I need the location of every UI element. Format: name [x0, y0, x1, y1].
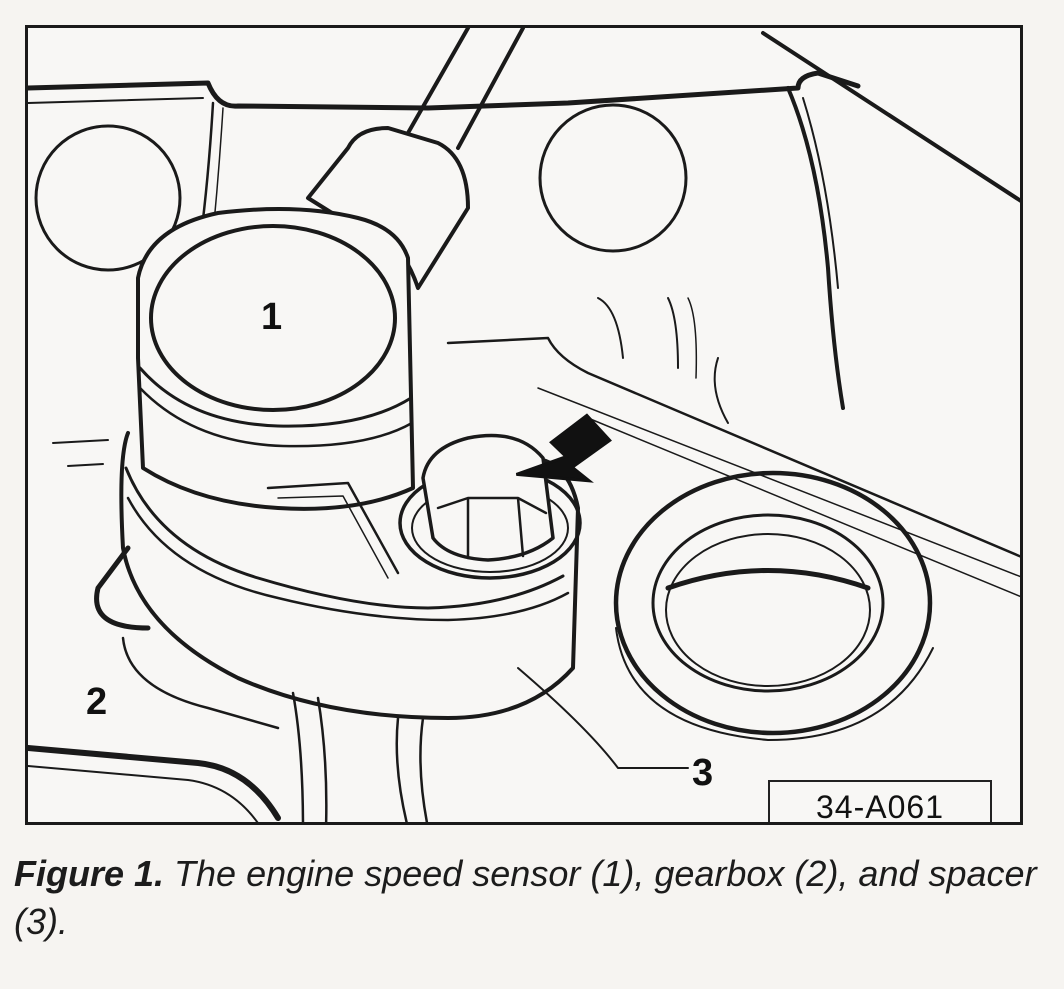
caption-label: Figure 1.	[14, 853, 165, 894]
bolt-hole-center	[538, 103, 688, 253]
arrow-pointing-down-left-icon	[515, 413, 612, 483]
reference-code-box: 34-A061	[768, 780, 992, 825]
callout-2: 2	[86, 681, 108, 723]
right-housing-curve	[786, 86, 845, 410]
sensor-body	[136, 207, 415, 511]
sensor-cable	[406, 28, 525, 150]
housing-top-edge	[28, 70, 861, 111]
housing-top-inner	[28, 97, 204, 104]
figure-frame: 1 2 3 34-A061	[25, 25, 1023, 825]
sensor-top-face	[149, 224, 397, 412]
bushing-ring-outer	[613, 470, 933, 736]
bushing-ring-inner	[651, 513, 885, 693]
leader-line-spacer	[517, 667, 689, 769]
figure-caption: Figure 1. The engine speed sensor (1), g…	[14, 850, 1054, 946]
callout-3: 3	[692, 752, 714, 794]
callout-1: 1	[261, 296, 283, 338]
caption-text: The engine speed sensor (1), gearbox (2)…	[14, 853, 1037, 943]
gearbox-lower-rib	[28, 745, 281, 821]
engine-illustration	[28, 28, 1020, 822]
reference-code: 34-A061	[816, 788, 944, 825]
gearbox-bracket	[94, 545, 151, 631]
bolt-hole-left	[34, 124, 182, 272]
diagonal-edge-top-right	[761, 31, 1020, 203]
